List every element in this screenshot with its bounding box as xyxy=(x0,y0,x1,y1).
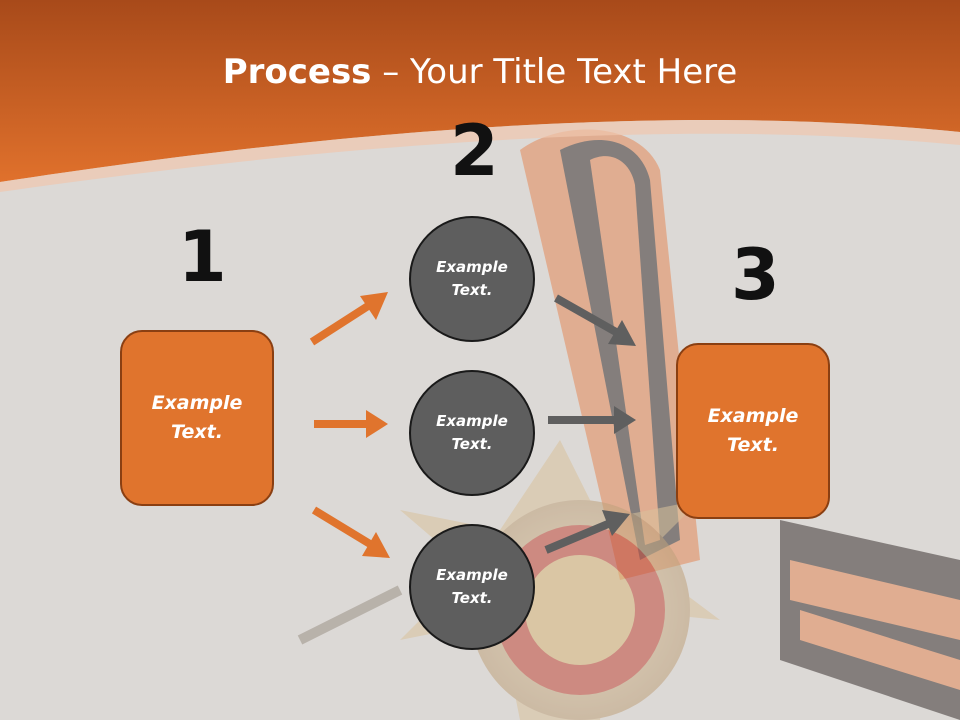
circle-bottom-line-1: Example xyxy=(436,566,508,584)
circle-top-line-1: Example xyxy=(436,258,508,276)
right-box-line-1: Example xyxy=(707,405,799,427)
arrow-left-to-middle xyxy=(314,410,388,438)
right-process-box: Example Text. xyxy=(676,343,830,519)
arrow-top-to-right xyxy=(554,294,636,346)
arrow-middle-to-right xyxy=(548,406,636,434)
circle-top-line-2: Text. xyxy=(451,281,493,299)
arrow-bottom-to-right xyxy=(544,510,630,554)
circle-node-top: Example Text. xyxy=(409,216,535,342)
header-swoosh xyxy=(0,120,960,192)
circle-node-bottom: Example Text. xyxy=(409,524,535,650)
arrow-left-to-top xyxy=(309,292,388,346)
left-process-box: Example Text. xyxy=(120,330,274,506)
circle-middle-line-2: Text. xyxy=(451,435,493,453)
left-box-line-1: Example xyxy=(151,392,243,414)
header-band xyxy=(0,0,960,182)
title-rest-part: – Your Title Text Here xyxy=(371,52,738,92)
step-number-3: 3 xyxy=(731,234,780,316)
circle-middle-line-1: Example xyxy=(436,412,508,430)
step-number-2: 2 xyxy=(450,110,499,192)
circle-bottom-line-2: Text. xyxy=(451,589,493,607)
arrow-left-to-bottom xyxy=(311,506,390,558)
right-box-line-2: Text. xyxy=(727,434,779,456)
circle-node-middle: Example Text. xyxy=(409,370,535,496)
slide-title: Process – Your Title Text Here xyxy=(0,52,960,92)
left-box-line-2: Text. xyxy=(171,421,223,443)
step-number-1: 1 xyxy=(178,216,227,298)
title-bold-part: Process xyxy=(222,52,372,92)
ribbon-decoration xyxy=(520,129,960,720)
